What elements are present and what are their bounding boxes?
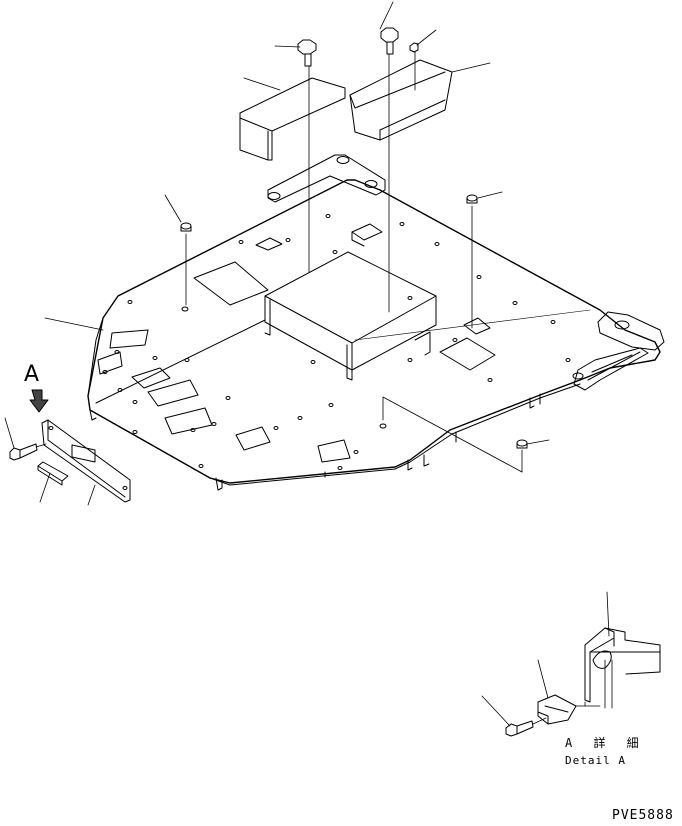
floor-bolt-holes xyxy=(103,215,570,470)
bolt-top-1 xyxy=(298,40,316,66)
rear-hinge-bracket xyxy=(268,155,385,202)
front-cover-plate xyxy=(42,420,130,502)
leader-lines xyxy=(5,2,549,505)
right-hinge-bracket xyxy=(573,312,664,390)
assembly-lines xyxy=(36,52,522,472)
center-cover-box xyxy=(265,224,436,380)
small-nut-top xyxy=(410,43,418,52)
view-arrow xyxy=(30,390,48,412)
drawing-number: PVE5888 xyxy=(612,808,674,823)
bolt-left xyxy=(10,444,37,460)
floor-openings xyxy=(98,238,495,462)
grommet-1 xyxy=(181,223,191,231)
front-edge-tabs xyxy=(90,394,540,490)
left-rear-cover xyxy=(240,78,345,160)
detail-a-clip xyxy=(538,695,576,724)
right-rear-cover xyxy=(350,60,452,140)
detail-caption-en: Detail A xyxy=(565,754,626,767)
view-arrow-label: A xyxy=(24,362,40,387)
detail-a-lines xyxy=(482,592,612,726)
detail-a-bolt xyxy=(506,721,533,736)
floor-plate xyxy=(88,180,660,485)
grommet-2 xyxy=(467,195,477,203)
grommet-3 xyxy=(517,440,527,448)
detail-a-bracket xyxy=(585,628,660,702)
rubber-strip xyxy=(38,462,68,485)
bolt-top-2 xyxy=(381,28,398,54)
detail-caption-jp: A 詳 細 xyxy=(565,736,646,750)
